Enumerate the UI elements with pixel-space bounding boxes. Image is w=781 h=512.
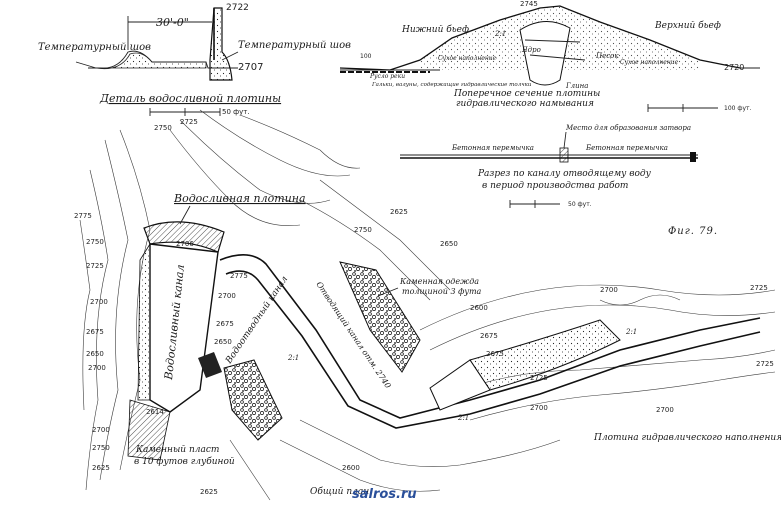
contour-label: 2614 — [146, 408, 164, 416]
cs-clay: Глина — [565, 82, 588, 90]
contour-label: 2650 — [440, 240, 458, 248]
cs-slope: 2:1 — [494, 30, 506, 38]
cs-sand: Песок — [595, 52, 619, 60]
plan-slope-c: 2:1 — [625, 328, 637, 336]
contour-label: 2725 — [180, 118, 198, 126]
contour-label: 2700 — [530, 404, 548, 412]
detail-spillway-dam: 30'-0" 2722 2707 Температурный шов Темпе… — [38, 3, 351, 116]
general-plan: Водосливная плотина Водосливный канал Во… — [74, 109, 781, 501]
plan-slope-a: 2:1 — [287, 354, 299, 362]
contour-label: 2700 — [656, 406, 674, 414]
cs-left-mark: 100 — [360, 53, 372, 60]
plan-hydraulic-dam: Плотина гидравлического наполнения — [593, 433, 781, 443]
contour-label: 2675 — [480, 332, 498, 340]
contour-label: 2625 — [390, 208, 408, 216]
cs-dry-fill-right: Сухое наполнение — [620, 59, 679, 66]
cs-top-elev: 2745 — [520, 0, 538, 8]
contour-label: 2725 — [86, 262, 104, 270]
detail-scale-bar: 50 фут. — [149, 108, 250, 116]
detail-left-joint-word1: Температурный шов — [38, 42, 151, 53]
detail-scale-label: 50 фут. — [222, 108, 250, 116]
plan-spillway-dam: Водосливная плотина — [173, 192, 306, 205]
cs-caption-2: гидравлического намывания — [456, 99, 594, 109]
cs-upper-pool: Верхний бьеф — [654, 20, 721, 31]
plan-bedrock-2: в 10 футов глубиной — [134, 456, 235, 467]
cs-dry-fill-left: Сухое наполнение — [438, 55, 497, 62]
detail-elev-top: 2722 — [226, 3, 249, 13]
contour-label: 2700 — [88, 364, 106, 372]
cs-right-elev: 2720 — [724, 63, 744, 72]
cs-core: Ядро — [521, 46, 541, 54]
plan-slope-b: 2:1 — [457, 414, 469, 422]
contour-label: 2675 — [216, 320, 234, 328]
contour-label: 2750 — [354, 226, 372, 234]
canal-cofferdam: Место для образования затвора — [565, 124, 691, 132]
canal-concrete-left: Бетонная перемычка — [451, 144, 534, 152]
canal-concrete-right: Бетонная перемычка — [585, 144, 668, 152]
contour-label: 2700 — [600, 286, 618, 294]
contour-label: 2625 — [92, 464, 110, 472]
contour-labels: 2775 2750 2725 2700 2675 2650 2700 2706 … — [74, 118, 774, 496]
contour-label: 2725 — [756, 360, 774, 368]
contour-label: 2650 — [86, 350, 104, 358]
detail-span-dim: 30'-0" — [156, 16, 189, 29]
plan-general-plan: Общий план — [310, 486, 369, 497]
contour-label: 2750 — [86, 238, 104, 246]
plan-stone-lining-1: Каменная одежда — [399, 277, 479, 286]
contour-label: 2600 — [342, 464, 360, 472]
contour-label: 2700 — [92, 426, 110, 434]
contour-label: 2650 — [214, 338, 232, 346]
cs-lower-pool: Нижний бьеф — [401, 24, 469, 35]
cs-riverbed: Русло реки — [369, 73, 405, 80]
canal-caption-1: Разрез по каналу отводящему воду — [477, 169, 652, 179]
cs-gravel-note: Гальки, валуны, содержащие гидравлически… — [371, 82, 532, 88]
contour-label: 2700 — [218, 292, 236, 300]
detail-right-joint: Температурный шов — [238, 40, 351, 51]
canal-caption-2: в период производства работ — [482, 180, 628, 191]
contour-label: 2775 — [74, 212, 92, 220]
detail-elev-base: 2707 — [238, 62, 263, 73]
detail-caption: Деталь водосливной плотины — [99, 92, 281, 105]
contour-label: 2775 — [230, 272, 248, 280]
watermark: salros.ru — [352, 487, 417, 502]
cs-scale-bar: 100 фут. — [647, 104, 752, 112]
cs-scale-label: 100 фут. — [724, 105, 752, 112]
contour-label: 2750 — [154, 124, 172, 132]
cross-section-dam: Нижний бьеф Верхний бьеф 2745 2720 100 С… — [339, 0, 760, 112]
canal-scale-bar: 50 фут. — [509, 200, 592, 208]
contour-label: 2625 — [200, 488, 218, 496]
contour-label: 2725 — [530, 374, 548, 382]
contour-label: 2600 — [470, 304, 488, 312]
canal-scale-label: 50 фут. — [568, 201, 592, 208]
contour-label: 2675 — [486, 350, 504, 358]
plan-stone-lining-2: толщиной 3 фута — [402, 287, 482, 296]
contour-label: 2725 — [750, 284, 768, 292]
contour-label: 2675 — [86, 328, 104, 336]
cs-caption-1: Поперечное сечение плотины — [453, 89, 600, 99]
contour-label: 2700 — [90, 298, 108, 306]
contour-label: 2750 — [92, 444, 110, 452]
contour-label: 2706 — [176, 240, 194, 248]
plan-bedrock-1: Каменный пласт — [135, 445, 219, 455]
canal-section: Бетонная перемычка Бетонная перемычка Ме… — [400, 124, 698, 208]
figure-label: Фиг. 79. — [668, 226, 718, 237]
